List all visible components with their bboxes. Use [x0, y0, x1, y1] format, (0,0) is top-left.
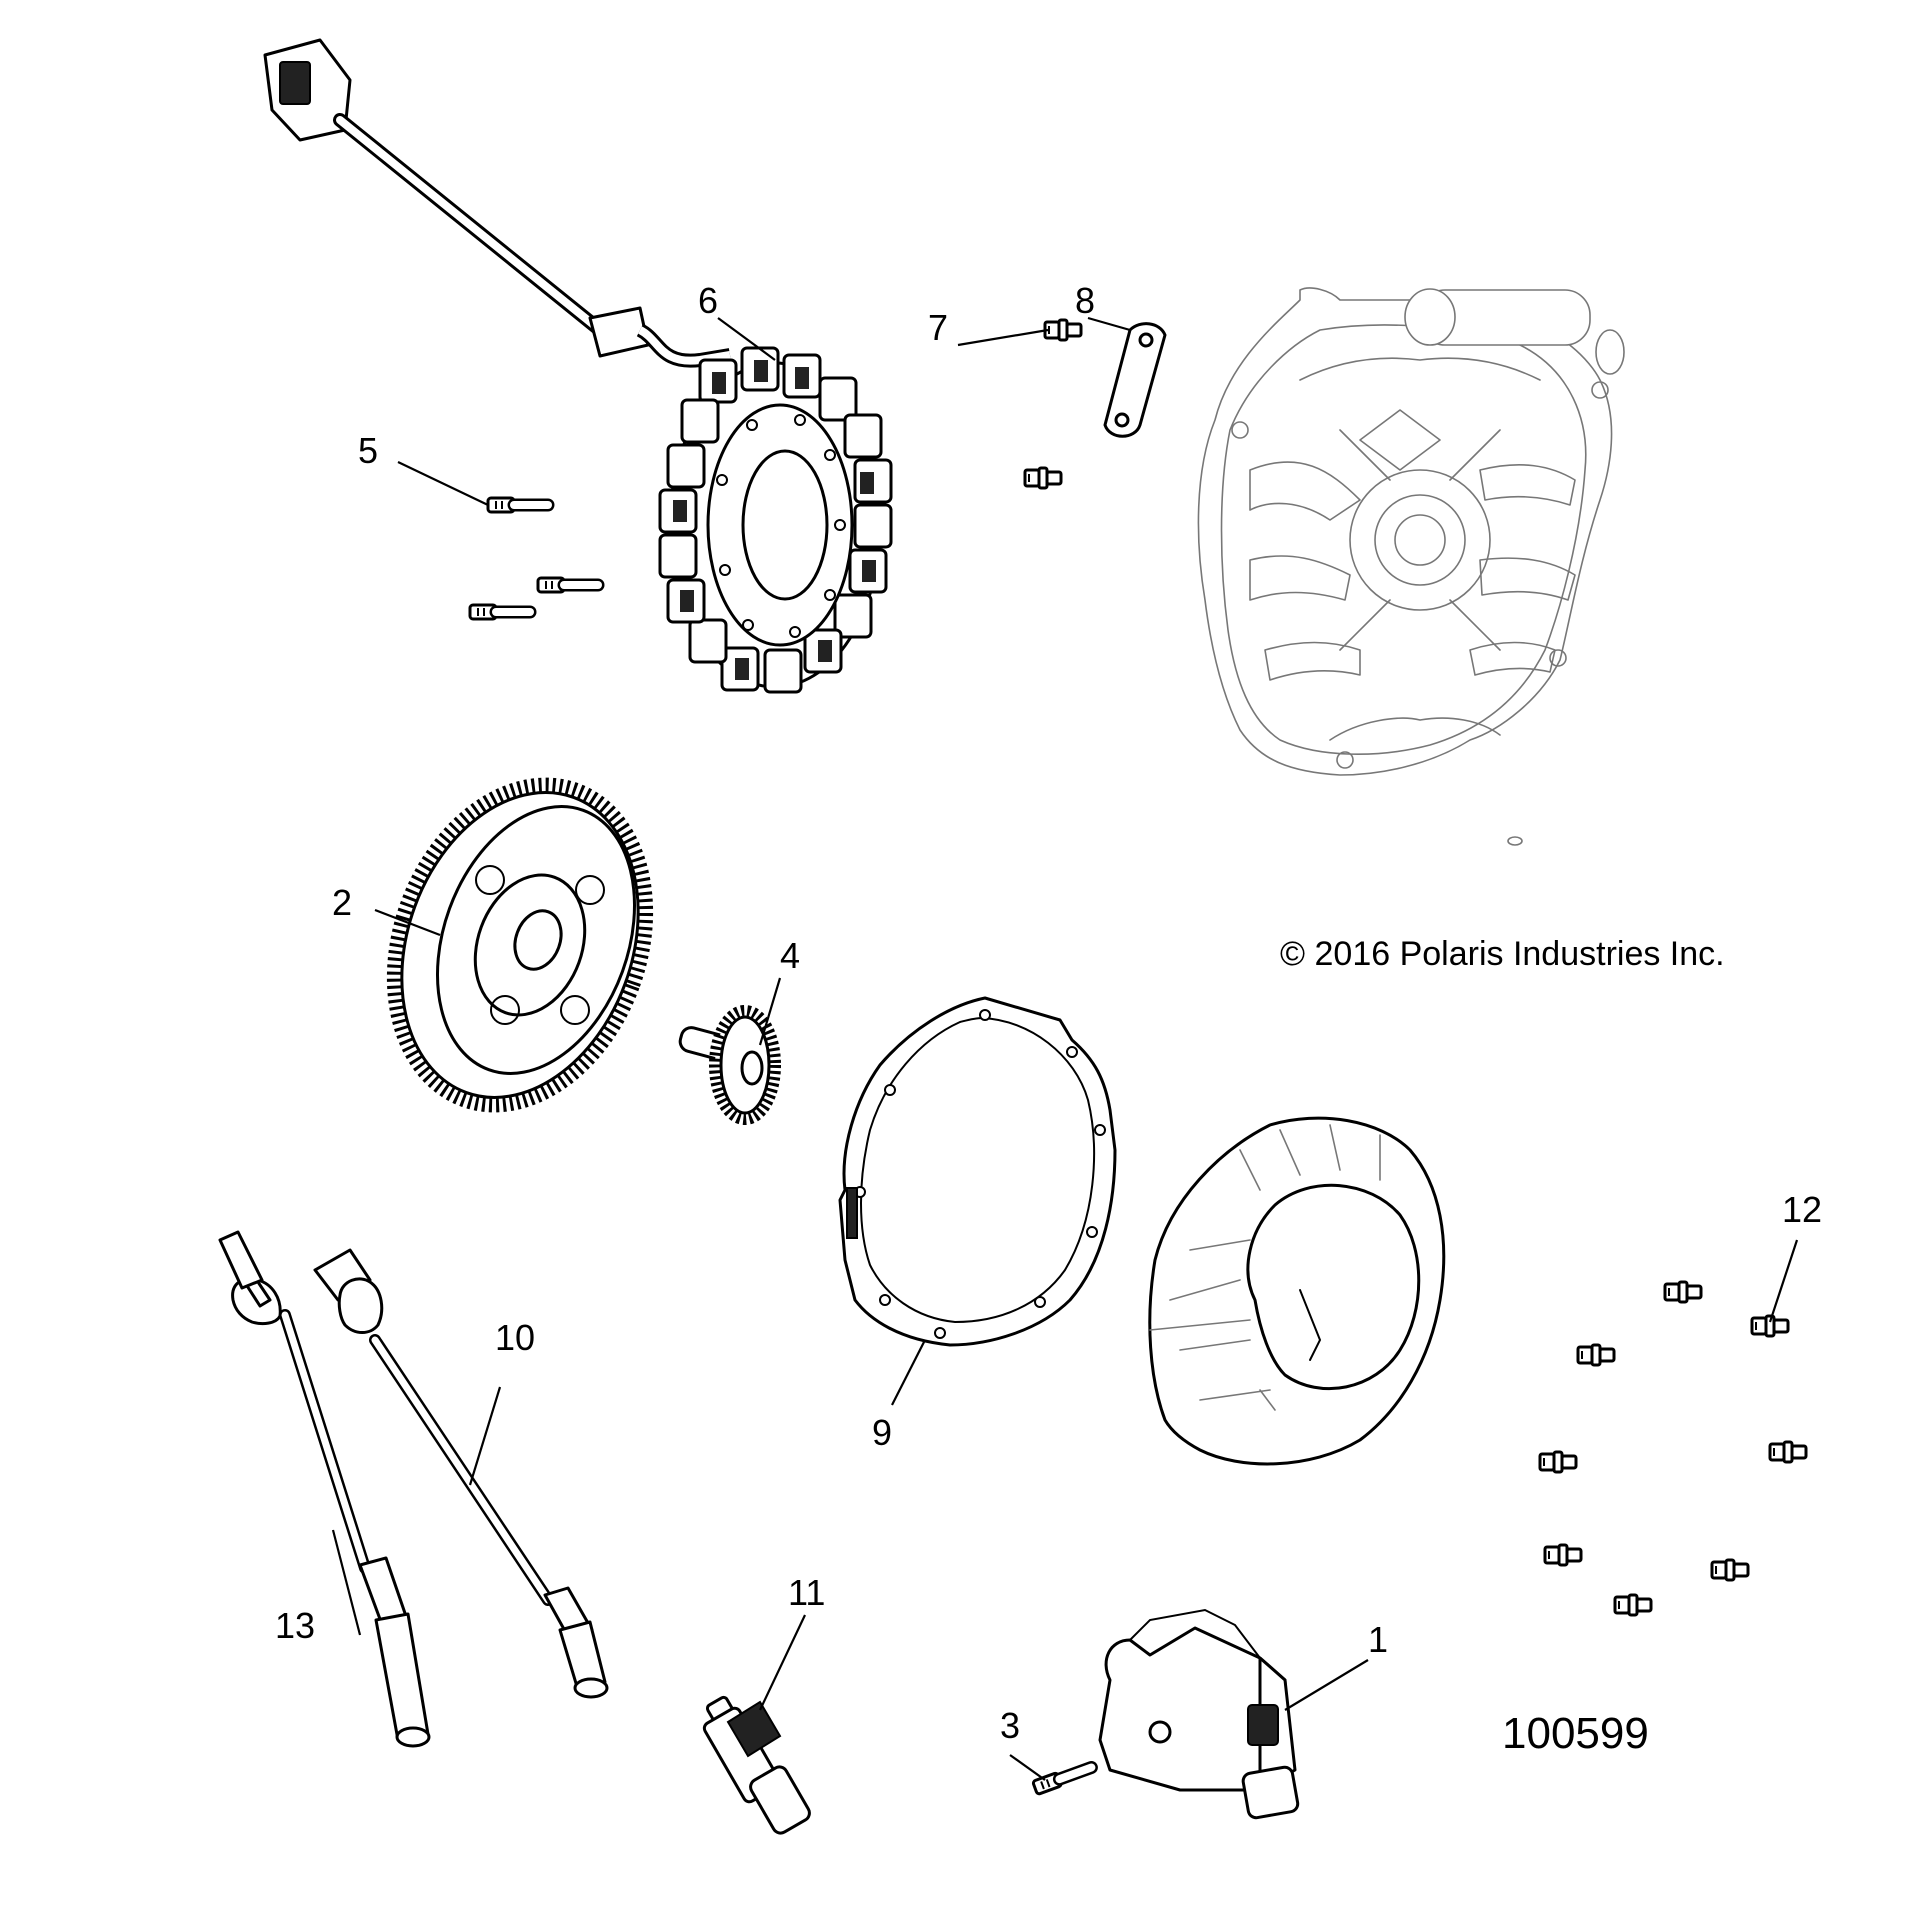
- leader-lines: [331, 316, 1799, 1781]
- figure-number: 100599: [1502, 1709, 1649, 1758]
- callout-8: 8: [1075, 280, 1095, 321]
- cover-bolts-12: [1538, 1280, 1808, 1617]
- callout-4: 4: [780, 935, 800, 976]
- callout-5: 5: [358, 430, 378, 471]
- cover-gasket-9: [838, 996, 1117, 1347]
- stator-bolts-5: [470, 498, 598, 619]
- callout-12: 12: [1782, 1189, 1822, 1230]
- callout-3: 3: [1000, 1705, 1020, 1746]
- callout-10: 10: [495, 1317, 535, 1358]
- ignition-module-1: [1098, 1608, 1300, 1820]
- stator-cover: [1148, 1116, 1446, 1466]
- callout-13: 13: [275, 1605, 315, 1646]
- callout-7: 7: [928, 307, 948, 348]
- retainer-plate-8: [1103, 322, 1167, 438]
- sensor-cable-13: [218, 1230, 431, 1748]
- copyright-notice: © 2016 Polaris Industries Inc.: [1280, 935, 1725, 973]
- sensor-cable-10: [313, 1248, 609, 1699]
- callout-2: 2: [332, 882, 352, 923]
- callout-1: 1: [1368, 1619, 1388, 1660]
- callout-6: 6: [698, 280, 718, 321]
- callout-9: 9: [872, 1412, 892, 1453]
- flywheel-2: [386, 777, 654, 1113]
- callout-11: 11: [788, 1572, 825, 1613]
- crankcase-ghost-drawing: [1197, 287, 1625, 846]
- starter-gear-4: [678, 1005, 781, 1125]
- spark-plug-11: [702, 1695, 811, 1835]
- callouts: 1 2 3 4 5 6 7 8 9 10 11 12 13: [275, 280, 1822, 1746]
- stator-harness-6: [263, 38, 893, 694]
- retainer-bolts-7: [1023, 318, 1083, 490]
